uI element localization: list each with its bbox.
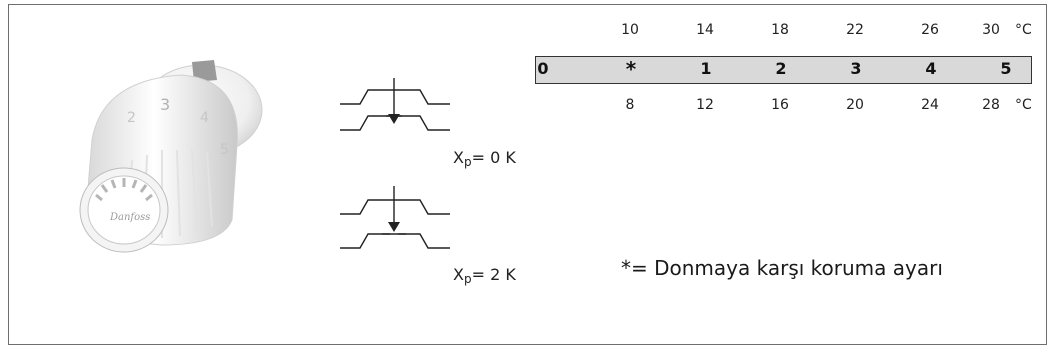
scale-setting-1: 1 bbox=[700, 59, 712, 78]
scale-setting-2: 2 bbox=[775, 59, 787, 78]
dial-number-5: 5 bbox=[220, 142, 229, 158]
temp-upper-18: 18 bbox=[771, 22, 789, 38]
setting-scale-bar: 0 * 1 2 3 4 5 bbox=[535, 56, 1032, 84]
arrow-down-icon-lower bbox=[388, 222, 400, 232]
temp-lower-12: 12 bbox=[696, 97, 714, 113]
scale-setting-4: 4 bbox=[925, 59, 937, 78]
arrow-down-icon-upper bbox=[388, 114, 400, 124]
temp-lower-20: 20 bbox=[846, 97, 864, 113]
dial-number-2: 2 bbox=[127, 110, 136, 126]
temp-upper-22: 22 bbox=[846, 22, 864, 38]
scale-setting-3: 3 bbox=[850, 59, 862, 78]
unit-celsius-upper: °C bbox=[1015, 22, 1032, 38]
xp-label-2k: Xp= 2 K bbox=[453, 265, 516, 286]
temp-upper-14: 14 bbox=[696, 22, 714, 38]
scale-setting-frost: * bbox=[625, 57, 637, 81]
temperature-row-upper: 10 14 18 22 26 30 °C bbox=[535, 22, 1040, 44]
temp-upper-26: 26 bbox=[921, 22, 939, 38]
xp-label-0k: Xp= 0 K bbox=[453, 148, 516, 169]
temperature-row-lower: 8 12 16 20 24 28 °C bbox=[535, 97, 1040, 119]
dial-number-4: 4 bbox=[200, 110, 209, 126]
brand-logo: Danfoss bbox=[109, 212, 150, 223]
valve-symbol-diagram bbox=[340, 78, 450, 249]
scale-setting-0: 0 bbox=[537, 59, 549, 78]
valve-outline-lower-top bbox=[340, 199, 450, 215]
thermostat-head-image: Danfoss 2 3 4 5 bbox=[79, 60, 263, 253]
unit-celsius-lower: °C bbox=[1015, 97, 1032, 113]
temp-upper-10: 10 bbox=[621, 22, 639, 38]
temp-lower-24: 24 bbox=[921, 97, 939, 113]
dial-number-3: 3 bbox=[160, 95, 170, 114]
temp-lower-16: 16 bbox=[771, 97, 789, 113]
figure-frame bbox=[8, 4, 1047, 345]
scale-setting-5: 5 bbox=[1000, 59, 1012, 78]
temp-upper-30: 30 bbox=[982, 22, 1000, 38]
valve-outline-upper-top bbox=[340, 89, 450, 105]
frost-protection-note: *= Donmaya karşı koruma ayarı bbox=[621, 256, 943, 280]
valve-outline-lower-bottom bbox=[340, 233, 450, 249]
temp-lower-28: 28 bbox=[982, 97, 1000, 113]
temp-lower-8: 8 bbox=[625, 97, 635, 113]
